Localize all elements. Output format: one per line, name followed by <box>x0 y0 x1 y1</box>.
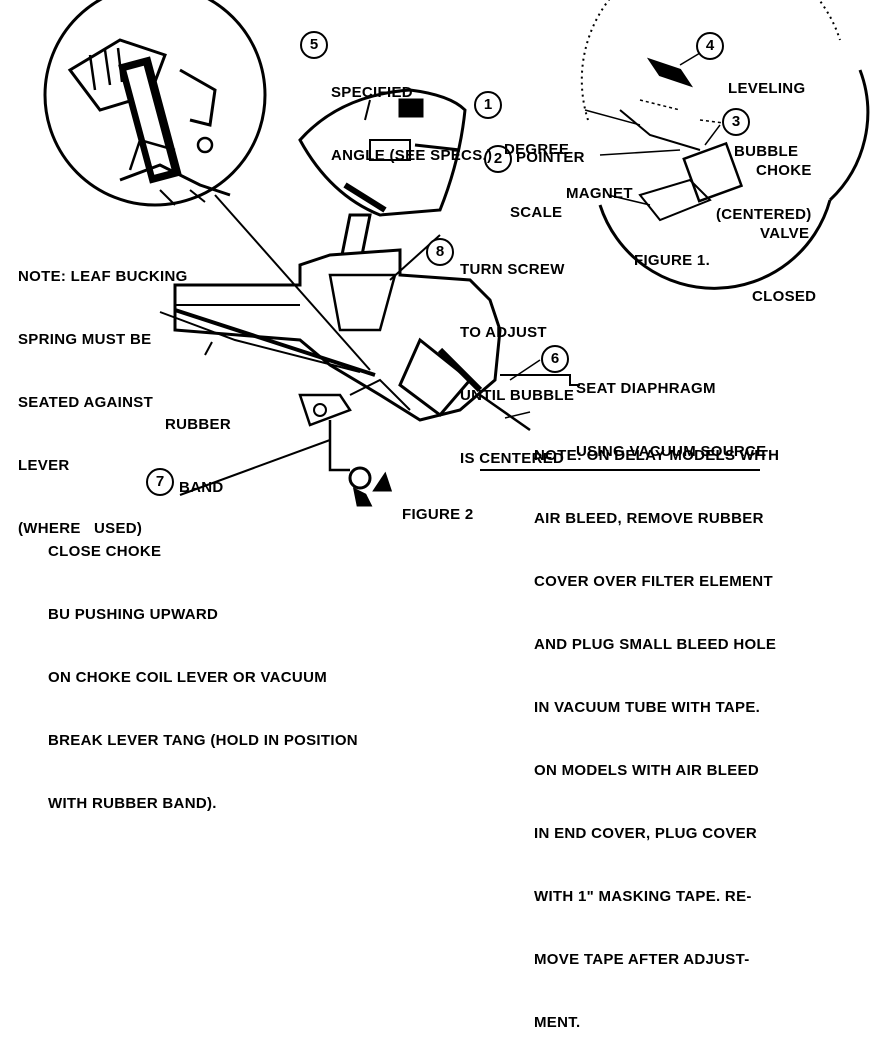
callout-8-line: UNTIL BUBBLE <box>460 387 575 404</box>
angle-gauge <box>298 88 467 267</box>
callout-8-line: TURN SCREW <box>460 261 565 278</box>
figure2-caption: FIGURE 2 <box>402 506 474 523</box>
callout-2-number: 2 <box>484 145 512 173</box>
leaf-spring-note: NOTE: LEAF BUCKING SPRING MUST BE SEATED… <box>18 224 188 560</box>
figure1-detail-circle <box>580 0 870 290</box>
figure1-caption: FIGURE 1. <box>634 252 711 269</box>
callout-8-line: TO ADJUST <box>460 324 547 341</box>
callout-2-label: POINTER <box>516 149 585 166</box>
delay-note-line: COVER OVER FILTER ELEMENT <box>534 573 773 590</box>
callout-4-label: LEVELING BUBBLE (CENTERED) <box>716 36 812 246</box>
delay-note-line: ON MODELS WITH AIR BLEED <box>534 762 759 779</box>
delay-note-line: MOVE TAPE AFTER ADJUST- <box>534 951 750 968</box>
callout-7-line: BU PUSHING UPWARD <box>48 606 219 623</box>
callout-3-line: CLOSED <box>752 288 817 305</box>
callout-7-line: CLOSE CHOKE <box>48 543 162 560</box>
callout-6-label: SEAT DIAPHRAGM USING VACUUM SOURCE <box>576 336 766 483</box>
callout-4-line: (CENTERED) <box>716 206 812 223</box>
callout-5-number: 5 <box>300 31 328 59</box>
callout-1-line: SCALE <box>510 204 563 221</box>
delay-note-line: MENT. <box>534 1014 581 1031</box>
callout-3-line: VALVE <box>760 225 810 242</box>
leaf-spring-note-line: NOTE: LEAF BUCKING <box>18 268 188 285</box>
callout-6-number: 6 <box>541 345 569 373</box>
delay-models-note: NOTE: ON DELAY MODELS WITH AIR BLEED, RE… <box>534 403 779 1054</box>
delay-note-line: IN END COVER, PLUG COVER <box>534 825 758 842</box>
callout-4-number: 4 <box>696 32 724 60</box>
callout-7-line: BREAK LEVER TANG (HOLD IN POSITION <box>48 732 358 749</box>
callout-4-line: BUBBLE <box>734 143 799 160</box>
magnet-label: MAGNET <box>566 185 633 202</box>
callout-8-line: IS CENTERED <box>460 450 565 467</box>
delay-note-line: NOTE: ON DELAY MODELS WITH <box>534 447 780 464</box>
callout-3-line: CHOKE <box>756 162 812 179</box>
rubber-band-label: RUBBER BAND <box>165 372 231 519</box>
callout-4-line: LEVELING <box>728 80 806 97</box>
delay-note-line: AIR BLEED, REMOVE RUBBER <box>534 510 764 527</box>
callout-5-label: SPECIFIED ANGLE (SEE SPECS.) <box>331 40 492 187</box>
leaf-spring-note-line: LEVER <box>18 457 70 474</box>
callout-5-line: SPECIFIED <box>331 84 413 101</box>
callout-1-number: 1 <box>474 91 502 119</box>
carburetor-choke-diagram <box>43 0 870 507</box>
leaf-spring-note-line: SEATED AGAINST <box>18 394 154 411</box>
rubber-band-line: BAND <box>179 479 224 496</box>
callout-1-line: DEGREE <box>504 141 570 158</box>
leader-lines <box>159 49 721 496</box>
callout-6-line: SEAT DIAPHRAGM <box>576 380 716 397</box>
delay-note-line: WITH 1" MASKING TAPE. RE- <box>534 888 752 905</box>
delay-note-line: IN VACUUM TUBE WITH TAPE. <box>534 699 761 716</box>
callout-3-label: CHOKE VALVE CLOSED <box>752 118 816 328</box>
leaf-spring-note-line: (WHERE USED) <box>18 520 143 537</box>
callout-7-number: 7 <box>146 468 174 496</box>
callout-5-line: ANGLE (SEE SPECS.) <box>331 147 493 164</box>
callout-3-number: 3 <box>722 108 750 136</box>
callout-8-label: TURN SCREW TO ADJUST UNTIL BUBBLE IS CEN… <box>460 217 574 490</box>
callout-7-line: ON CHOKE COIL LEVER OR VACUUM <box>48 669 327 686</box>
callout-1-label: DEGREE SCALE <box>504 97 569 244</box>
leaf-spring-detail-circle <box>43 0 267 207</box>
delay-note-line: AND PLUG SMALL BLEED HOLE <box>534 636 777 653</box>
rubber-band-line: RUBBER <box>165 416 231 433</box>
callout-8-number: 8 <box>426 238 454 266</box>
leaf-spring-note-line: SPRING MUST BE <box>18 331 152 348</box>
callout-6-line: USING VACUUM SOURCE <box>576 443 767 460</box>
callout-7-line: WITH RUBBER BAND). <box>48 795 217 812</box>
carburetor-body <box>173 248 760 507</box>
